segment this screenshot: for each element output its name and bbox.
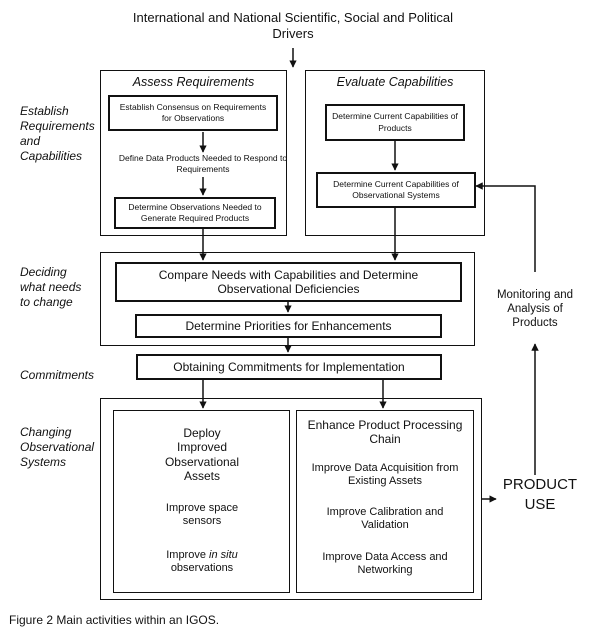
evaluate-capabilities-title: Evaluate Capabilities [336, 75, 454, 89]
determine-observations-box: Determine Observations Needed to Generat… [114, 197, 276, 229]
section-label-commitments: Commitments [20, 368, 95, 382]
improve-insitu-text: Improve in situ observations [138, 549, 266, 575]
assess-requirements-box [100, 70, 287, 236]
insitu-pre: Improve [166, 549, 206, 561]
top-driver-text: International and National Scientific, S… [132, 10, 454, 41]
enhance-title: Enhance Product Processing Chain [307, 418, 463, 447]
improve-acquisition-text: Improve Data Acquisition from Existing A… [311, 462, 459, 488]
priorities-text: Determine Priorities for Enhancements [185, 319, 392, 333]
monitoring-analysis-text: Monitoring and Analysis of Products [496, 289, 574, 329]
define-data-products-text: Define Data Products Needed to Respond t… [118, 153, 288, 175]
obtaining-commitments-text: Obtaining Commitments for Implementation [173, 360, 405, 374]
obtaining-commitments-box: Obtaining Commitments for Implementation [136, 354, 442, 380]
changing-box [100, 398, 482, 600]
deciding-box [100, 252, 475, 346]
insitu-em: in situ [209, 549, 238, 561]
section-label-deciding: Deciding what needs to change [20, 265, 82, 309]
section-label-establish: Establish Requirements and Capabilities [20, 104, 95, 163]
deploy-box [113, 410, 290, 593]
compare-box: Compare Needs with Capabilities and Dete… [115, 262, 462, 302]
evaluate-capabilities-box [305, 70, 485, 236]
consensus-box: Establish Consensus on Requirements for … [108, 95, 278, 131]
current-systems-box: Determine Current Capabilities of Observ… [316, 172, 476, 208]
determine-observations-text: Determine Observations Needed to Generat… [128, 201, 262, 223]
compare-text: Compare Needs with Capabilities and Dete… [158, 268, 419, 296]
consensus-text: Establish Consensus on Requirements for … [119, 101, 267, 123]
current-systems-text: Determine Current Capabilities of Observ… [333, 178, 459, 200]
current-products-box: Determine Current Capabilities of Produc… [325, 104, 465, 141]
enhance-box [296, 410, 474, 593]
improve-calibration-text: Improve Calibration and Validation [326, 506, 444, 532]
product-use-label: PRODUCT USE [502, 476, 578, 513]
current-products-text: Determine Current Capabilities of Produc… [332, 111, 458, 133]
assess-requirements-title: Assess Requirements [132, 75, 255, 89]
section-label-changing: Changing Observational Systems [20, 425, 95, 469]
improve-space-sensors-text: Improve space sensors [165, 502, 239, 528]
arrow-monitoring-feedback [475, 182, 536, 272]
deploy-title: Deploy Improved Observational Assets [164, 426, 240, 484]
priorities-box: Determine Priorities for Enhancements [135, 314, 442, 338]
improve-data-access-text: Improve Data Access and Networking [322, 551, 448, 577]
figure-caption: Figure 2 Main activities within an IGOS. [9, 613, 220, 627]
insitu-post: observations [170, 562, 234, 575]
